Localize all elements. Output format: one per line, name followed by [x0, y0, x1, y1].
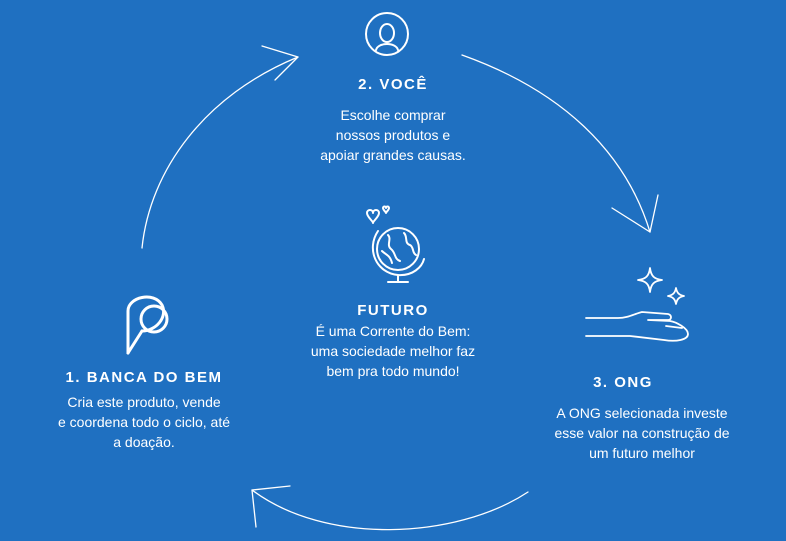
step-futuro-title: FUTURO	[357, 302, 429, 319]
arrow-ong-to-banca	[251, 485, 529, 531]
hand-with-sparkles-icon	[585, 267, 689, 342]
globe-with-hearts-icon	[366, 205, 425, 283]
step-banca-description: Cria este produto, vende e coordena todo…	[57, 394, 230, 450]
banca-do-bem-logo-icon	[126, 295, 169, 355]
step-voce-title: 2. VOCÊ	[358, 76, 428, 93]
arrow-voce-to-ong	[461, 54, 659, 233]
arrow-banca-to-voce	[141, 45, 299, 249]
step-futuro-description: É uma Corrente do Bem: uma sociedade mel…	[310, 323, 476, 379]
step-banca-title: 1. BANCA DO BEM	[65, 369, 223, 386]
step-ong-description: A ONG selecionada investe esse valor na …	[554, 405, 730, 461]
person-avatar-icon	[365, 12, 409, 56]
step-voce-description: Escolhe comprar nossos produtos e apoiar…	[320, 107, 466, 163]
step-ong-title: 3. ONG	[593, 374, 653, 391]
